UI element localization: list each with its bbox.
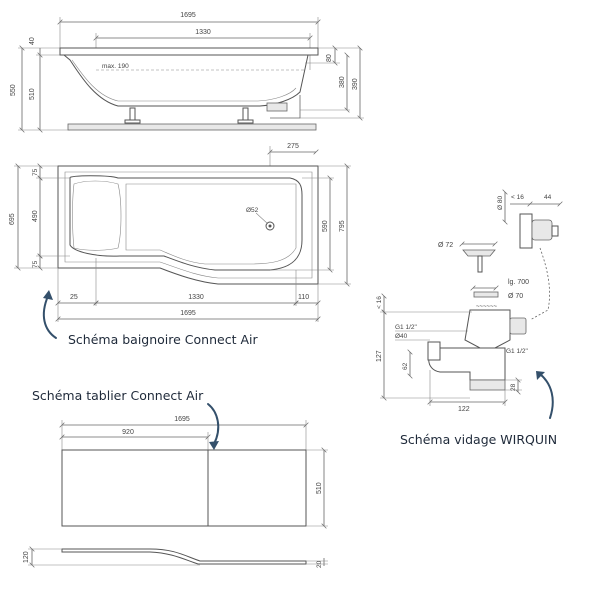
dim-695: 695 — [9, 213, 16, 225]
overflow-hose — [529, 247, 550, 321]
drain-flange — [473, 291, 499, 298]
caption-drain: Schéma vidage WIRQUIN — [400, 432, 558, 447]
caption-bath: Schéma baignoire Connect Air — [68, 332, 258, 347]
panel-dim-20: 20 — [316, 560, 323, 568]
dim-550: 550 — [10, 84, 17, 96]
trap-outlet — [427, 341, 441, 361]
panel-dim-510: 510 — [316, 482, 323, 494]
dim-1695-bottom: 1695 — [180, 310, 196, 317]
trap-bottom — [469, 379, 506, 391]
drain-122: 122 — [458, 406, 470, 413]
panel-right-section — [207, 449, 307, 527]
panel-dim-920: 920 — [122, 429, 134, 436]
label-max-190: max. 190 — [102, 63, 129, 70]
drain-fitting — [266, 102, 288, 112]
overflow-cap — [531, 219, 553, 241]
dim-80: 80 — [326, 54, 333, 62]
drain-lt16: < 16 — [511, 194, 524, 201]
drain-g112-right: G1 1/2" — [506, 348, 529, 355]
arrow-drain — [536, 371, 554, 419]
svg-text:~~~~~~: ~~~~~~ — [476, 304, 498, 310]
panel-left-section — [61, 449, 209, 527]
caption-panel: Schéma tablier Connect Air — [32, 388, 204, 403]
drain-d80: Ø 80 — [497, 196, 504, 210]
bath-bowl — [69, 175, 303, 271]
panel-profile — [61, 548, 307, 565]
drain-body — [464, 309, 511, 349]
dim-1330-bottom: 1330 — [188, 294, 204, 301]
dim-590: 590 — [322, 220, 329, 232]
dim-75-top: 75 — [32, 168, 39, 176]
plug-cap — [462, 249, 496, 257]
dim-490: 490 — [32, 210, 39, 222]
drain-g112-left: G1 1/2" — [395, 324, 418, 331]
bath-top-view: 275 Ø52 695 75 490 75 590 795 — [9, 143, 351, 322]
drain-44: 44 — [544, 194, 552, 201]
dim-275: 275 — [287, 143, 299, 150]
bath-body — [62, 54, 309, 107]
drain-lt16-left: < 16 — [376, 296, 383, 309]
dim-390: 390 — [352, 78, 359, 90]
arrow-bath — [42, 290, 57, 339]
dim-1330-top: 1330 — [195, 29, 211, 36]
bath-side-view: 1695 1330 550 40 510 max. 190 — [10, 12, 364, 130]
dim-75-bottom: 75 — [32, 260, 39, 268]
drain-127: 127 — [376, 350, 383, 362]
overflow-body — [519, 213, 533, 249]
drain-view: Ø 80 < 16 44 Ø 72 lg. 700 Ø 70 ~~~~~~ < … — [376, 192, 560, 413]
panel-dim-1695: 1695 — [174, 416, 190, 423]
panel-view: 1695 920 510 120 20 — [23, 416, 328, 568]
arrow-panel — [207, 403, 220, 450]
dim-1695-top: 1695 — [180, 12, 196, 19]
label-d52: Ø52 — [246, 207, 259, 214]
dim-25: 25 — [70, 294, 78, 301]
dim-510: 510 — [29, 88, 36, 100]
drain-d70: Ø 70 — [508, 293, 523, 300]
drain-d40: Ø40 — [395, 333, 408, 340]
dim-110: 110 — [298, 294, 309, 301]
dim-40: 40 — [29, 37, 36, 45]
drain-62: 62 — [402, 362, 409, 370]
side-outlet — [509, 317, 527, 335]
drain-28: 28 — [510, 383, 517, 391]
drain-lg700: lg. 700 — [508, 279, 529, 286]
drain-d72: Ø 72 — [438, 242, 453, 249]
dim-795: 795 — [339, 220, 346, 232]
bath-rim — [59, 47, 319, 56]
dim-380: 380 — [339, 76, 346, 88]
floor-line — [67, 123, 317, 131]
panel-dim-120: 120 — [23, 551, 30, 563]
